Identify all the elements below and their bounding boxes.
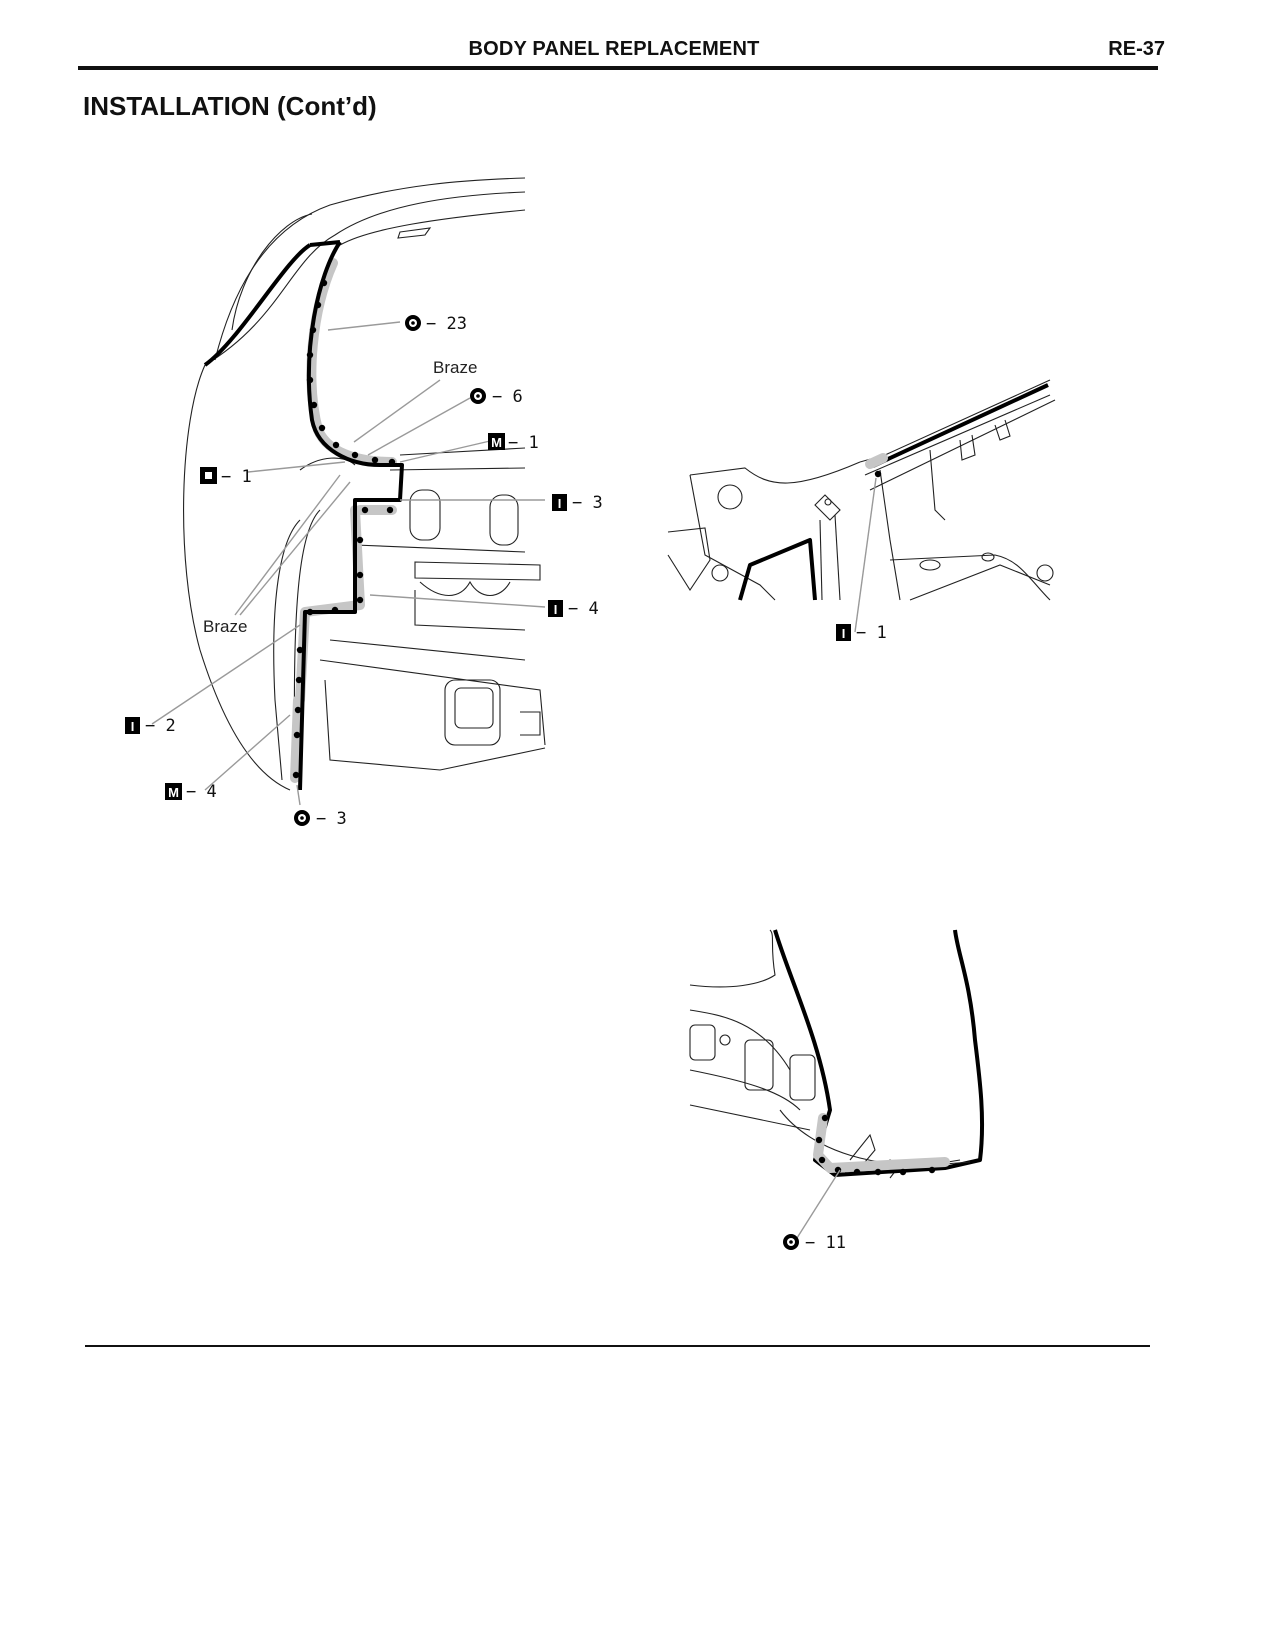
svg-text:I: I — [558, 496, 562, 511]
footer-rule — [85, 1345, 1150, 1347]
M-weld-icon: M — [165, 783, 182, 800]
callout-a5: − 1 — [221, 467, 252, 487]
section-title: INSTALLATION (Cont’d) — [83, 91, 377, 121]
svg-text:M: M — [168, 785, 179, 800]
spot-weld-circle-icon — [294, 810, 310, 826]
spot-weld-circle-icon — [470, 388, 486, 404]
I-weld-icon: I — [125, 717, 140, 734]
figure-a-weld-dots — [292, 279, 396, 779]
svg-text:I: I — [131, 719, 135, 734]
figure-c-outline — [689, 929, 985, 1179]
figure-a-leaders — [151, 321, 546, 806]
callout-a10: − 4 — [186, 782, 217, 802]
figure-b-weld-dot — [874, 470, 882, 478]
svg-text:I: I — [842, 626, 846, 641]
header-rule — [78, 66, 1158, 70]
svg-text:I: I — [554, 602, 558, 617]
callout-a3: − 6 — [492, 387, 523, 407]
callout-braze-top: Braze — [433, 358, 477, 377]
callout-braze-bottom: Braze — [203, 617, 247, 636]
figure-c-weld-dots — [815, 1114, 936, 1176]
figure-c-leader — [796, 1169, 841, 1239]
figure-b-sealer — [865, 453, 888, 469]
callout-c1: − 11 — [805, 1233, 846, 1253]
callout-b1: − 1 — [856, 623, 887, 643]
svg-text:M: M — [491, 435, 502, 450]
callout-a7: − 4 — [568, 599, 599, 619]
callout-a9: − 2 — [145, 716, 176, 736]
I-weld-icon: I — [548, 600, 563, 617]
I-weld-icon: I — [552, 494, 567, 511]
square-weld-icon — [200, 467, 217, 484]
callout-a6: − 3 — [572, 493, 603, 513]
figure-b-outline — [667, 379, 1056, 601]
figure-c-sealer — [813, 1113, 950, 1173]
page-header-title: BODY PANEL REPLACEMENT — [468, 38, 760, 60]
spot-weld-circle-icon — [405, 315, 421, 331]
M-weld-icon: M — [488, 433, 505, 450]
callout-a1: − 23 — [426, 314, 467, 334]
spot-weld-circle-icon — [783, 1234, 799, 1250]
figure-b-leader — [854, 477, 877, 633]
page-number: RE-37 — [1108, 38, 1165, 60]
I-weld-icon: I — [836, 624, 851, 641]
callout-a4: − 1 — [508, 433, 539, 453]
callout-a11: − 3 — [316, 809, 347, 829]
